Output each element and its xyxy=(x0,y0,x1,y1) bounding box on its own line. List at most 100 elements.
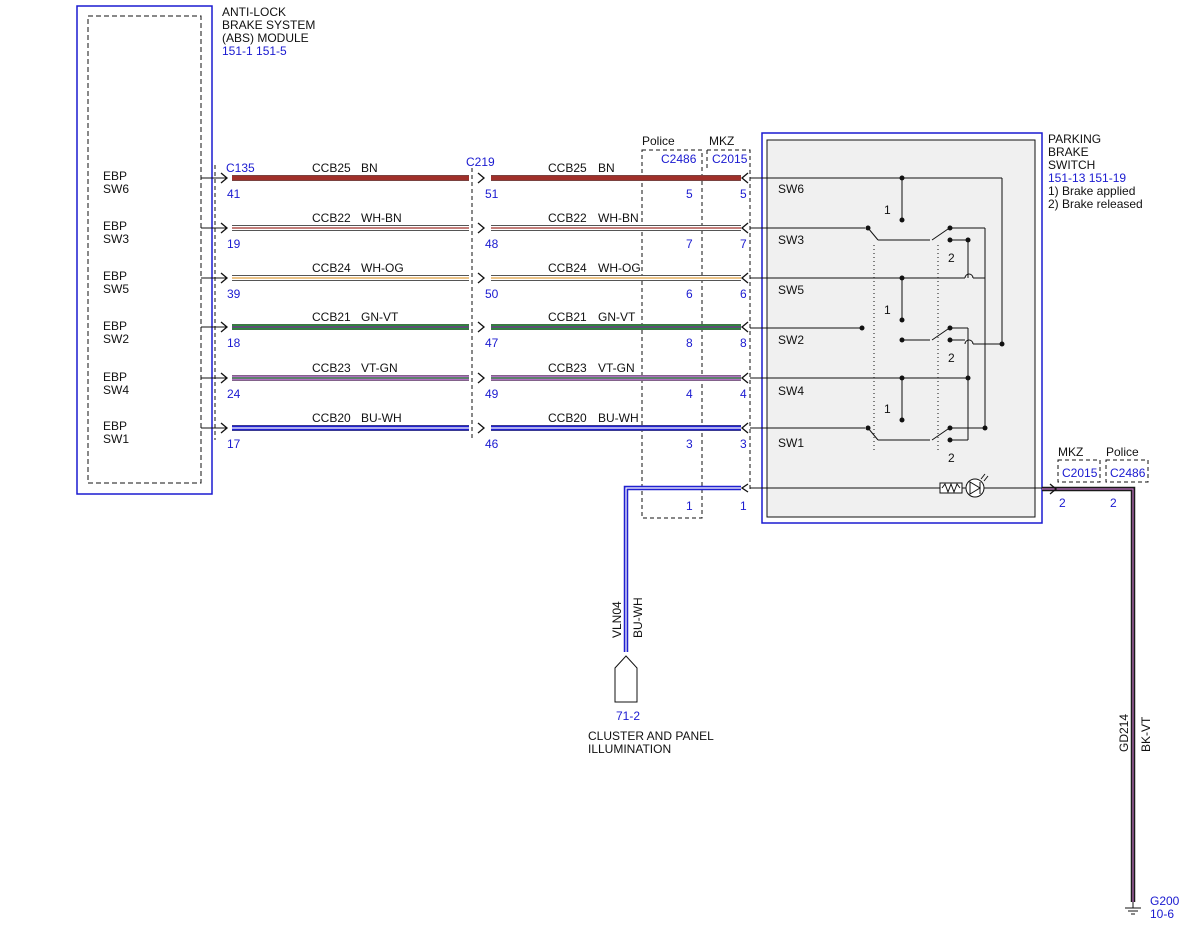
connector-arrow xyxy=(740,372,749,384)
illumination-wire xyxy=(623,483,749,652)
wire-color-label: WH-BN xyxy=(361,211,402,225)
ground-pin-c2486: 2 xyxy=(1110,496,1117,510)
pin-number-c2015: 6 xyxy=(740,287,747,301)
position-label: 1 xyxy=(884,402,891,416)
connector-arrow xyxy=(477,272,486,284)
abs-title-line-3: (ABS) MODULE xyxy=(222,31,309,45)
pin-number-c135: 17 xyxy=(227,437,241,451)
wire-circuit-label: CCB25 xyxy=(312,161,351,175)
connector-arrow xyxy=(477,222,486,234)
wire-color-label: WH-BN xyxy=(598,211,639,225)
abs-pin-label: SW2 xyxy=(103,332,129,346)
abs-pin-label: EBP xyxy=(103,269,127,283)
switch-title-line-1: PARKING xyxy=(1048,132,1101,146)
pin-number-c135: 41 xyxy=(227,187,241,201)
position-label: 2 xyxy=(948,451,955,465)
illum-label-line-2: ILLUMINATION xyxy=(588,742,671,756)
connector-arrow xyxy=(220,422,229,434)
connector-arrow xyxy=(740,222,749,234)
connector-arrow xyxy=(220,372,229,384)
wire-circuit-label: CCB23 xyxy=(312,361,351,375)
wire-color-label: BU-WH xyxy=(598,411,639,425)
abs-pin-label: SW4 xyxy=(103,383,129,397)
switch-pin-label: SW5 xyxy=(778,283,804,297)
illum-color-code: BU-WH xyxy=(631,597,645,638)
switch-title-line-2: BRAKE xyxy=(1048,145,1089,159)
abs-module[interactable] xyxy=(76,5,213,495)
ground-point: G200 xyxy=(1150,894,1180,908)
connector-c2015: C2015 xyxy=(712,152,748,166)
connector-arrow xyxy=(220,272,229,284)
ground-symbol-icon[interactable] xyxy=(1125,902,1141,915)
wire-color-label: GN-VT xyxy=(598,310,636,324)
pin-number-c2486: 7 xyxy=(686,237,693,251)
ground-ref: 10-6 xyxy=(1150,907,1174,921)
police-label: Police xyxy=(642,134,675,148)
wire-circuit-label: CCB21 xyxy=(312,310,351,324)
connector-c219: C219 xyxy=(466,155,495,169)
wire-color-label: BU-WH xyxy=(361,411,402,425)
wire-circuit-label: CCB20 xyxy=(548,411,587,425)
pin-number-c135: 19 xyxy=(227,237,241,251)
abs-pin-label: SW3 xyxy=(103,232,129,246)
pin-number-c219: 50 xyxy=(485,287,499,301)
ground-connector-outlines xyxy=(1057,459,1149,483)
pin-number-c2015: 8 xyxy=(740,336,747,350)
ground-pin-c2015: 2 xyxy=(1059,496,1066,510)
abs-pin-labels: EBP SW6 EBP SW3 EBP SW5 EBP SW2 EBP SW4 … xyxy=(103,169,129,446)
wire-color-label: VT-GN xyxy=(361,361,398,375)
pin-number-c2486: 5 xyxy=(686,187,693,201)
ground-mkz-label: MKZ xyxy=(1058,445,1083,459)
connector-outlines xyxy=(214,149,751,519)
illum-circuit: VLN04 xyxy=(610,601,624,638)
switch-pin-label: SW6 xyxy=(778,182,804,196)
switch-internal-circuit xyxy=(750,177,1042,489)
wire-circuit-label: CCB22 xyxy=(312,211,351,225)
wire-circuit-label: CCB24 xyxy=(312,261,351,275)
abs-pin-label: SW6 xyxy=(103,182,129,196)
pin-number-c2015: 3 xyxy=(740,437,747,451)
connector-arrow xyxy=(477,172,486,184)
abs-pin-label: SW1 xyxy=(103,432,129,446)
switch-pin-label: SW3 xyxy=(778,233,804,247)
wire-circuit-label: CCB24 xyxy=(548,261,587,275)
abs-pin-label: EBP xyxy=(103,370,127,384)
ground-color-code: BK-VT xyxy=(1139,716,1153,752)
wire-circuit-label: CCB25 xyxy=(548,161,587,175)
pin-number-c135: 18 xyxy=(227,336,241,350)
ground-police-label: Police xyxy=(1106,445,1139,459)
abs-title-line-1: ANTI-LOCK xyxy=(222,5,286,19)
mkz-label: MKZ xyxy=(709,134,734,148)
pin-number-c2486: 6 xyxy=(686,287,693,301)
position-label: 1 xyxy=(884,203,891,217)
pin-number-c135: 24 xyxy=(227,387,241,401)
pin-number-c135: 39 xyxy=(227,287,241,301)
wire-circuit-label: CCB23 xyxy=(548,361,587,375)
abs-pin-label: SW5 xyxy=(103,282,129,296)
switch-contact-dots xyxy=(859,175,1005,443)
page-reference-icon[interactable] xyxy=(614,655,638,703)
abs-title-line-2: BRAKE SYSTEM xyxy=(222,18,315,32)
resistor-icon xyxy=(939,482,963,494)
position-label: 1 xyxy=(884,303,891,317)
pin-number-c2015: 7 xyxy=(740,237,747,251)
abs-pin-label: EBP xyxy=(103,219,127,233)
connector-c135: C135 xyxy=(226,161,255,175)
connector-arrow xyxy=(477,372,486,384)
ground-circuit: GD214 xyxy=(1117,714,1131,752)
pin-number-c219: 48 xyxy=(485,237,499,251)
lamp-icon xyxy=(962,473,989,498)
ground-connector-c2015: C2015 xyxy=(1062,466,1098,480)
ground-wire xyxy=(1042,483,1136,902)
pin-number-c219: 47 xyxy=(485,336,499,350)
pin-number-c2486: 8 xyxy=(686,336,693,350)
switch-position-labels: 1 2 1 2 1 2 xyxy=(884,203,955,465)
wire-color-label: VT-GN xyxy=(598,361,635,375)
illum-pin-c2486: 1 xyxy=(686,499,693,513)
illum-pin-c2015: 1 xyxy=(740,499,747,513)
wire-color-label: WH-OG xyxy=(598,261,641,275)
pin-number-c2486: 3 xyxy=(686,437,693,451)
pin-number-c2015: 4 xyxy=(740,387,747,401)
